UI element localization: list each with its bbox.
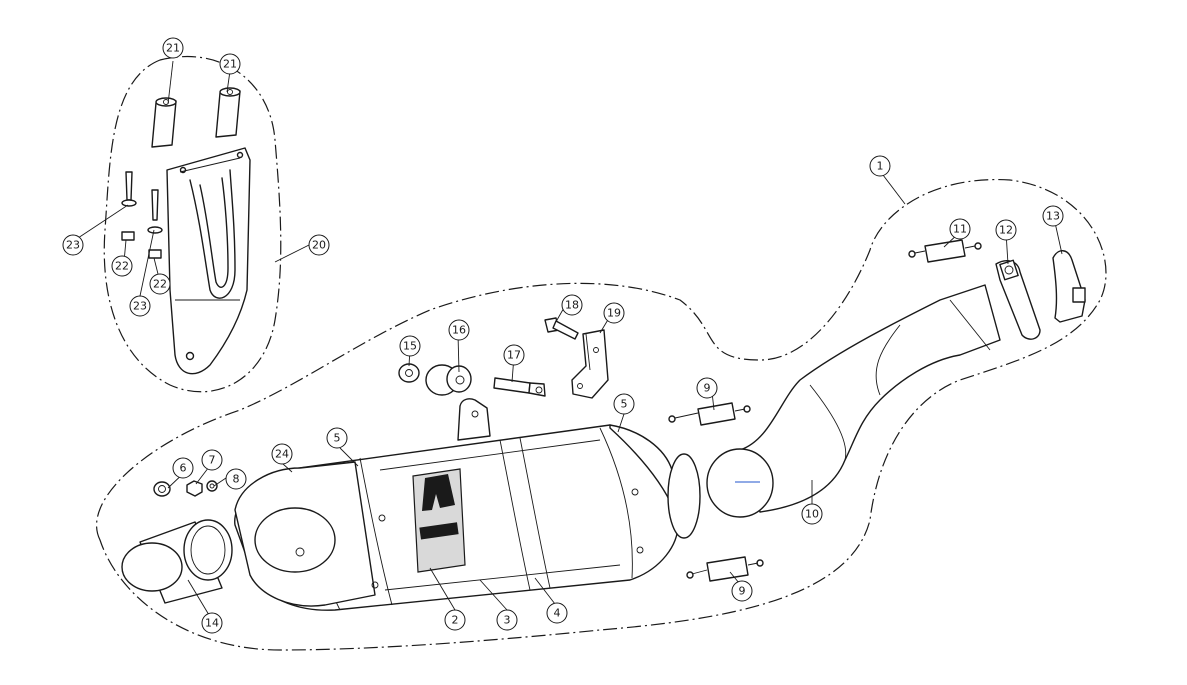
link-pipe <box>706 284 1001 518</box>
callout-22-right: 22 <box>149 273 171 295</box>
svg-text:14: 14 <box>205 617 219 630</box>
clamp <box>995 259 1041 340</box>
callout-10: 10 <box>801 503 823 525</box>
callout-9-lower: 9 <box>731 580 753 602</box>
svg-text:2: 2 <box>452 614 459 627</box>
rubber-grommet-left <box>151 97 177 148</box>
svg-text:9: 9 <box>704 382 711 395</box>
callout-21-right: 21 <box>219 53 241 75</box>
callout-20: 20 <box>308 234 330 256</box>
spring-header <box>908 239 982 263</box>
svg-text:17: 17 <box>507 349 521 362</box>
callout-24: 24 <box>271 443 293 465</box>
callout-21-left: 21 <box>162 37 184 59</box>
callout-1: 1 <box>869 155 891 177</box>
callout-2: 2 <box>444 609 466 631</box>
svg-text:20: 20 <box>312 239 326 252</box>
muffler-inlet-cone <box>609 424 701 554</box>
mount-bracket-19 <box>571 329 609 399</box>
washer-8 <box>206 480 218 492</box>
heat-shield <box>1052 250 1086 323</box>
callout-17: 17 <box>503 344 525 366</box>
callout-5-left: 5 <box>326 427 348 449</box>
svg-text:24: 24 <box>275 448 289 461</box>
svg-text:6: 6 <box>180 462 187 475</box>
svg-text:12: 12 <box>999 224 1013 237</box>
bracket-bolt-right <box>147 189 163 259</box>
svg-text:3: 3 <box>504 614 511 627</box>
svg-text:21: 21 <box>223 58 237 71</box>
svg-text:10: 10 <box>805 508 819 521</box>
svg-text:16: 16 <box>452 324 466 337</box>
spring-upper <box>668 402 751 426</box>
callout-18: 18 <box>561 294 583 316</box>
bolt-18 <box>544 317 579 340</box>
washer-nut-6 <box>153 481 171 497</box>
svg-text:8: 8 <box>233 473 240 486</box>
callout-12: 12 <box>995 219 1017 241</box>
svg-text:1: 1 <box>877 160 884 173</box>
end-tip <box>121 519 233 604</box>
rear-bracket <box>166 147 251 375</box>
muffler-end-cap <box>234 461 386 607</box>
svg-text:23: 23 <box>133 300 147 313</box>
svg-text:13: 13 <box>1046 210 1060 223</box>
callout-6: 6 <box>172 457 194 479</box>
callout-11: 11 <box>949 218 971 240</box>
muffler-hanger-tab <box>457 398 491 441</box>
washer-15 <box>398 363 420 383</box>
svg-text:15: 15 <box>403 340 417 353</box>
svg-text:5: 5 <box>334 432 341 445</box>
callout-3: 3 <box>496 609 518 631</box>
callout-5-right: 5 <box>613 393 635 415</box>
callout-16: 16 <box>448 319 470 341</box>
brand-logo-plate <box>412 468 466 573</box>
rubber-washer-16 <box>425 364 472 396</box>
bracket-group-outline <box>103 55 282 393</box>
callout-9-upper: 9 <box>696 377 718 399</box>
rubber-grommet-right <box>215 87 241 138</box>
svg-text:9: 9 <box>739 585 746 598</box>
svg-text:7: 7 <box>209 454 216 467</box>
exhaust-system-group-outline <box>95 178 1107 651</box>
callout-15: 15 <box>399 335 421 357</box>
callout-14: 14 <box>201 612 223 634</box>
svg-text:23: 23 <box>66 239 80 252</box>
svg-text:11: 11 <box>953 223 967 236</box>
callout-19: 19 <box>603 302 625 324</box>
callout-4: 4 <box>546 602 568 624</box>
bracket-bolt-left <box>121 171 137 241</box>
svg-text:18: 18 <box>565 299 579 312</box>
bolt-17 <box>493 377 546 397</box>
svg-text:22: 22 <box>153 278 167 291</box>
svg-text:19: 19 <box>607 307 621 320</box>
callout-7: 7 <box>201 449 223 471</box>
callout-23-left: 23 <box>62 234 84 256</box>
callout-13: 13 <box>1042 205 1064 227</box>
svg-text:22: 22 <box>115 260 129 273</box>
callout-23-right: 23 <box>129 295 151 317</box>
callout-8: 8 <box>225 468 247 490</box>
svg-text:5: 5 <box>621 398 628 411</box>
callout-22-left: 22 <box>111 255 133 277</box>
svg-text:21: 21 <box>166 42 180 55</box>
nut-7 <box>186 480 203 497</box>
svg-text:4: 4 <box>554 607 561 620</box>
spring-lower <box>686 556 764 582</box>
